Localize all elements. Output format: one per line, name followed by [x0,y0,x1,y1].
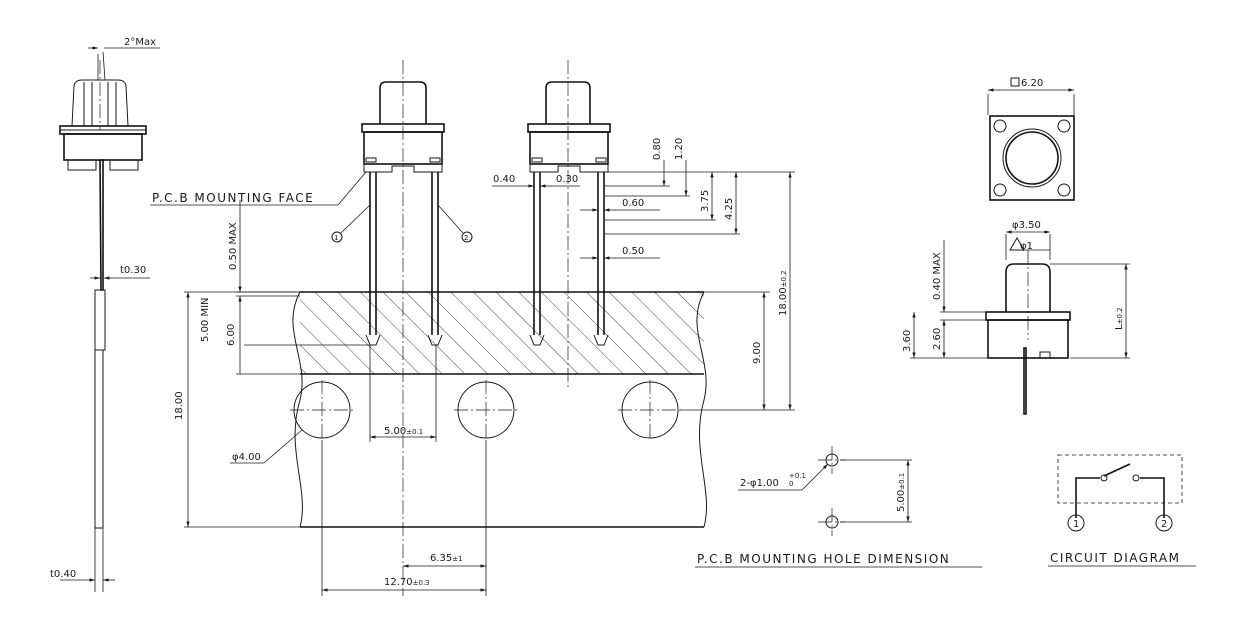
svg-text:1: 1 [1073,519,1079,530]
dim-080: 0.80 [652,138,663,160]
svg-text:5.00±0.1: 5.00±0.1 [896,473,907,512]
svg-text:+0.1: +0.1 [789,472,806,480]
t040-label: t0.40 [50,569,76,580]
dim-360: 3.60 [902,330,913,352]
side-elevation-view: φ3.50 φ1 0.40 MAX 2.60 3.60 L±0.2 [902,220,1130,415]
dim-phi1: φ1 [1020,241,1033,252]
dim-375: 3.75 [700,190,711,212]
dim-1800-left: 18.00 [174,391,185,420]
dim-1800-right: 18.00 [778,287,789,316]
dim-500min: 5.00 MIN [200,297,211,342]
tape-pcb-view: 1 2 P.C.B MOUNTING FACE [150,60,795,596]
switch-front-2 [527,60,611,390]
dim-1270: 12.70 [384,577,413,588]
dim-600: 6.00 [226,324,237,346]
dim-635: 6.35 [430,553,452,564]
mounting-hole-dimension: 5.00±0.1 2-φ1.00 +0.1 0 P.C.B MOUNTING H… [695,446,982,568]
circuit-title: CIRCUIT DIAGRAM [1050,551,1181,565]
top-view: 6.20 [987,77,1075,201]
dim-030: 0.30 [556,174,578,185]
dim-260: 2.60 [932,328,943,350]
dim-040: 0.40 [493,174,515,185]
dim-hole-pitch: 5.00 [896,490,907,512]
switch-front-1: 1 2 [331,60,473,596]
dim-900: 9.00 [752,342,763,364]
side-profile-view: 2°Max t0.40 t0.30 [50,37,160,592]
svg-text:L±0.2: L±0.2 [1114,307,1125,330]
pin-1-marker [1067,514,1085,532]
dim-040max: 0.40 MAX [932,252,943,300]
svg-text:1: 1 [334,234,338,242]
dim-050: 0.50 [622,246,644,257]
dim-120: 1.20 [674,138,685,160]
dim-hole-dia: 2-φ1.00 [740,478,779,489]
svg-text:18.00±0.2: 18.00±0.2 [778,270,789,316]
dim-060: 0.60 [622,198,644,209]
angle-label: 2°Max [124,37,156,48]
pcb-face-label: P.C.B MOUNTING FACE [152,191,314,205]
dim-phi400: φ4.00 [232,452,261,463]
t030-label: t0.30 [120,265,146,276]
dim-phi350: φ3.50 [1012,220,1041,231]
svg-text:6.35±1: 6.35±1 [430,553,463,564]
hole-dimension-title: P.C.B MOUNTING HOLE DIMENSION [697,552,950,566]
dim-425: 4.25 [724,198,735,220]
dim-sq620: 6.20 [1021,78,1043,89]
circuit-diagram: 1 2 CIRCUIT DIAGRAM [1048,454,1196,567]
svg-text:12.70±0.3: 12.70±0.3 [384,577,430,588]
dim-pitch500: 5.00 [384,426,406,437]
svg-text:2: 2 [1161,519,1167,530]
svg-text:2: 2 [464,234,468,242]
svg-text:0: 0 [789,480,793,488]
svg-text:5.00±0.1: 5.00±0.1 [384,426,423,437]
pin-2-marker [1155,514,1173,532]
dim-L: L [1114,324,1125,330]
dim-050max: 0.50 MAX [228,222,239,270]
